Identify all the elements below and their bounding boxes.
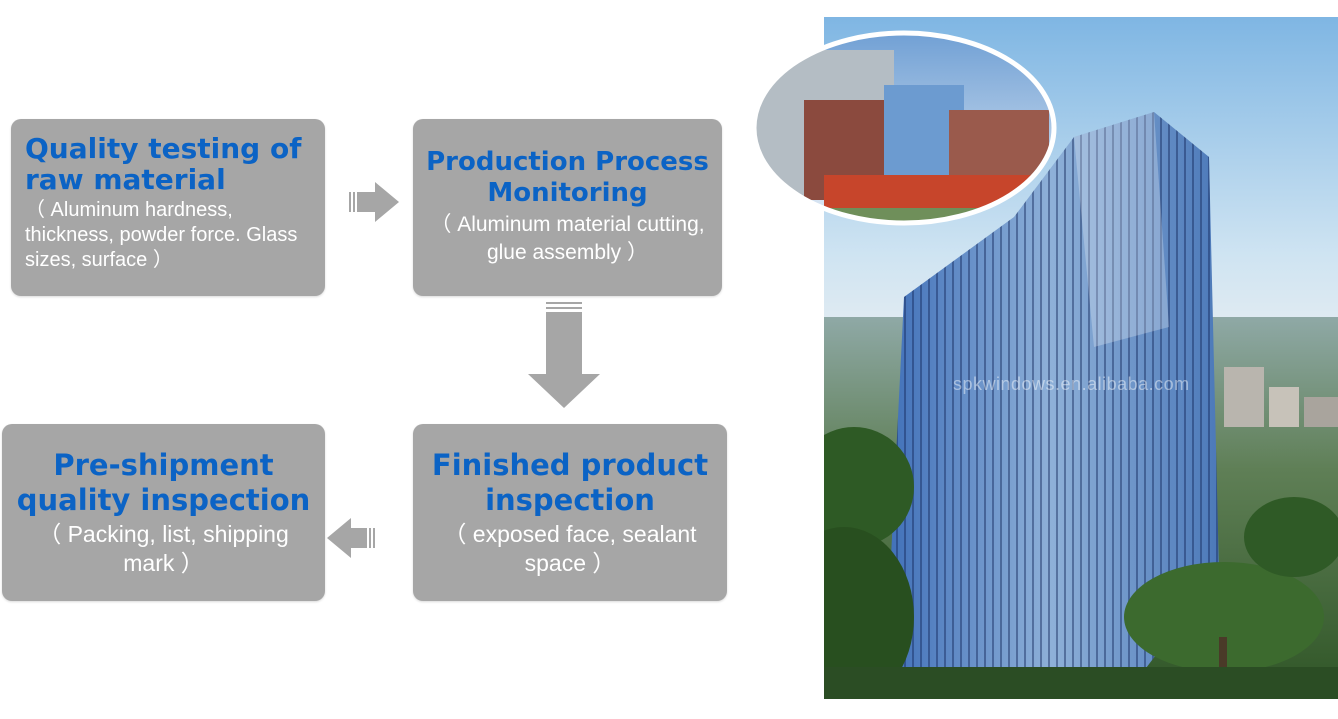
arrow-left-icon (327, 518, 375, 558)
step-title: Finished product inspection (431, 448, 709, 517)
step-description: （ exposed face, sealant space ） (443, 521, 697, 576)
arrow-right-icon (349, 182, 399, 222)
step-description: （ Aluminum hardness, thickness, powder f… (25, 198, 298, 271)
inset-building-photo (751, 30, 1057, 226)
step-title: Pre-shipment quality inspection (16, 448, 311, 517)
step-raw-material-testing: Quality testing of raw material （ Alumin… (11, 119, 325, 296)
step-finished-product-inspection: Finished product inspection （ exposed fa… (413, 424, 727, 601)
step-title: Quality testing of raw material (25, 132, 302, 197)
step-title: Production Process Monitoring (426, 147, 709, 208)
curtain-wall-building-photo (824, 17, 1338, 699)
step-description: （ Aluminum material cutting, glue assemb… (430, 213, 705, 264)
step-pre-shipment-inspection: Pre-shipment quality inspection （ Packin… (2, 424, 325, 601)
step-production-monitoring: Production Process Monitoring （ Aluminum… (413, 119, 722, 296)
watermark-text: spkwindows.en.alibaba.com (953, 374, 1190, 394)
arrow-down-icon (528, 302, 600, 408)
step-description: （ Packing, list, shipping mark ） (38, 521, 289, 576)
